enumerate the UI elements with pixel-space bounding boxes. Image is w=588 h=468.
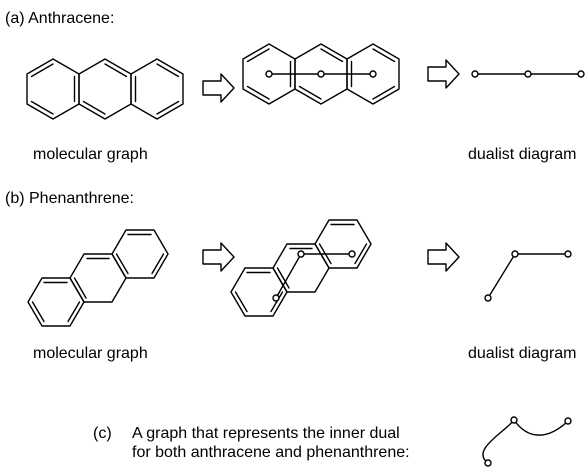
anthracene-dualist-diagram [471,70,585,78]
phenanthrene-dual-overlay [230,219,372,317]
anthracene-dual-overlay [242,43,400,105]
section-c-text-line1: A graph that represents the inner dual [132,425,400,442]
phenanthrene-dualist-caption: dualist diagram [468,345,577,362]
phenanthrene-molecular-graph [27,229,169,327]
inner-dual-curve [482,416,572,467]
section-b-title: (b) Phenanthrene: [5,190,134,207]
arrow-right-icon [202,73,235,103]
section-c-marker: (c) [93,425,112,442]
arrow-right-icon [427,242,460,272]
arrow-right-icon [427,59,460,89]
section-c-text-line2: for both anthracene and phenanthrene: [132,444,410,461]
anthracene-dualist-caption: dualist diagram [468,146,577,163]
phenanthrene-dualist-diagram [484,250,572,302]
section-a-title: (a) Anthracene: [5,10,115,27]
phenanthrene-molecular-caption: molecular graph [33,345,148,362]
anthracene-molecular-graph [26,58,184,120]
arrow-right-icon [202,242,235,272]
anthracene-molecular-caption: molecular graph [33,146,148,163]
